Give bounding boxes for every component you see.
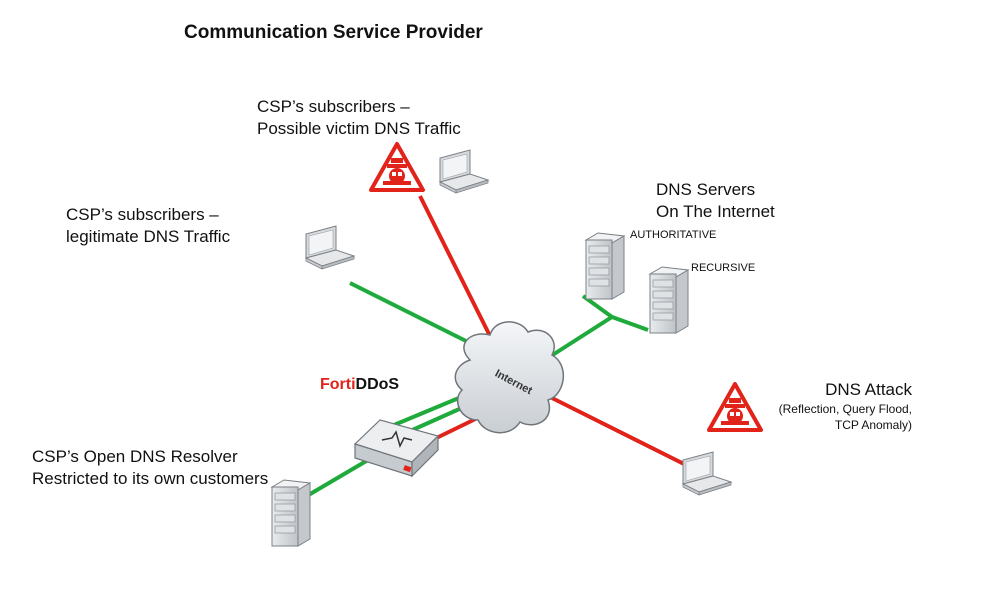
fortiddos-label-forti: Forti [320,376,356,393]
fortiddos-appliance-icon [353,419,440,478]
resolver-link [298,458,370,502]
dns-servers-link [538,314,649,365]
warning-icon [369,142,425,192]
laptop-icon [682,451,732,496]
page-title: Communication Service Provider [184,22,483,43]
server-icon [585,232,625,300]
legit-subscribers-label: CSP’s subscribers – legitimate DNS Traff… [66,205,231,246]
warning-icon [707,382,763,432]
dns-servers-link-branch [581,294,614,319]
server-icon [271,479,311,547]
attack-link [551,396,701,474]
fortiddos-label-ddos: DDoS [355,376,400,393]
laptop-icon [305,225,355,270]
server-icon [649,266,689,334]
laptop-icon [439,149,489,194]
authoritative-label: AUTHORITATIVE [630,229,717,241]
dns-attack-label: DNS Attack (Reflection, Query Flood, TCP… [778,380,912,432]
legit-link [349,281,481,350]
victim-link [418,195,499,351]
dns-servers-label: DNS Servers On The Internet [656,180,775,221]
recursive-label: RECURSIVE [691,262,756,274]
victim-subscribers-label: CSP’s subscribers – Possible victim DNS … [257,97,461,138]
open-dns-resolver-label: CSP’s Open DNS Resolver Restricted to it… [32,447,269,488]
cloud-icon: Internet [454,321,565,434]
fortiddos-label: FortiDDoS [320,376,399,394]
